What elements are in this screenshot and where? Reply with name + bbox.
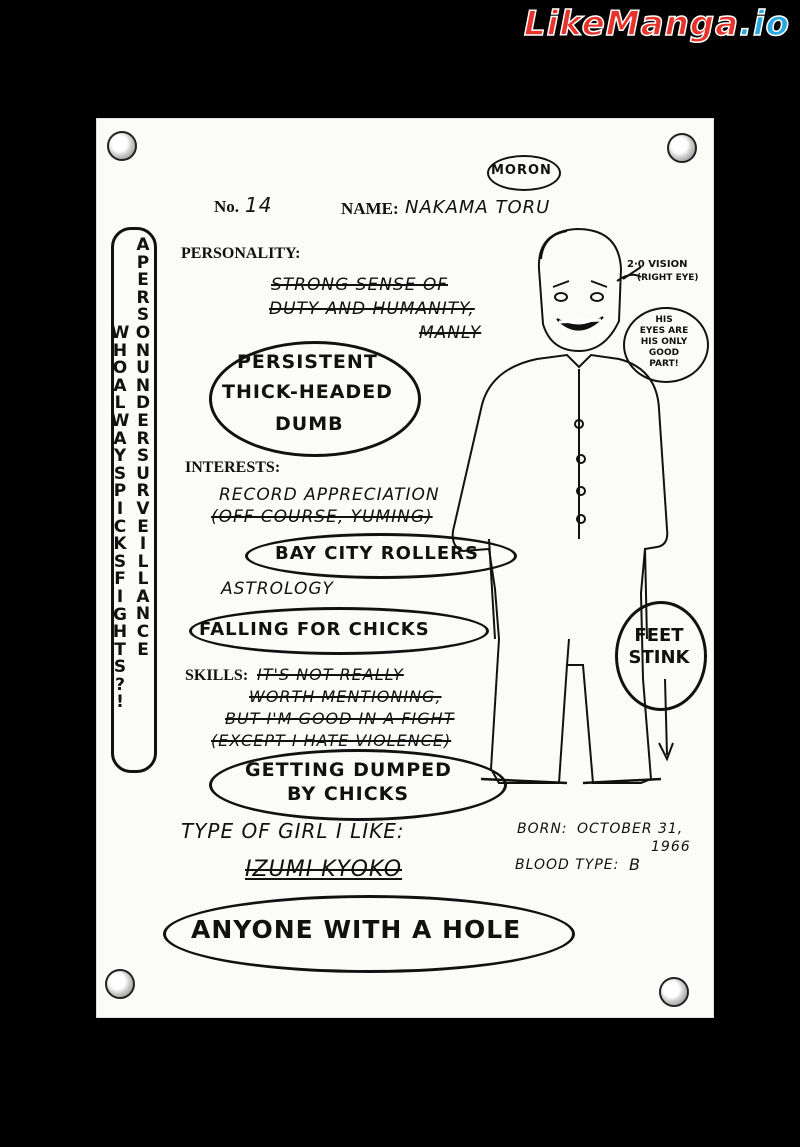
eyes-note-1: HIS xyxy=(655,315,673,325)
interests-line-3: ASTROLOGY xyxy=(221,579,334,599)
personality-struck-1: STRONG SENSE OF xyxy=(271,275,449,295)
feet-note-1: FEET xyxy=(634,625,684,646)
number-label: No. xyxy=(214,197,240,216)
interests-oval-1 xyxy=(245,533,517,579)
born-value-1: OCTOBER 31, xyxy=(577,821,684,837)
pin-icon xyxy=(667,133,697,163)
girl-type-struck: IZUMI KYOKO xyxy=(245,857,403,882)
interests-line-1: RECORD APPRECIATION xyxy=(219,485,440,505)
skills-corrected-2: BY CHICKS xyxy=(287,783,410,805)
eyes-note-4: GOOD xyxy=(648,348,680,358)
interests-corrected-1: BAY CITY ROLLERS xyxy=(275,543,479,564)
skills-label: SKILLS: xyxy=(185,667,249,684)
interests-corrected-2: FALLING FOR CHICKS xyxy=(199,619,430,640)
vision-note-1: 2·0 VISION xyxy=(627,259,688,270)
name-tag: MORON xyxy=(491,163,552,178)
personality-corrected-3: DUMB xyxy=(275,413,344,435)
blood-type-label: BLOOD TYPE: xyxy=(515,857,620,873)
eyes-note-5: PART! xyxy=(649,359,679,369)
personality-corrected-1: PERSISTENT xyxy=(237,351,378,373)
eyes-note: HIS EYES ARE HIS ONLY GOOD PART! xyxy=(628,315,700,370)
name-tag-oval xyxy=(487,155,561,191)
personality-struck-3: MANLY xyxy=(419,323,482,343)
skills-struck-2: WORTH MENTIONING, xyxy=(249,687,442,706)
name-value: NAKAMA TORU xyxy=(405,197,551,218)
feet-note-2: STINK xyxy=(628,647,690,668)
interests-label: INTERESTS: xyxy=(185,459,281,476)
skills-oval xyxy=(209,749,507,821)
eyes-note-oval xyxy=(623,307,709,383)
blood-type-value: B xyxy=(629,855,641,874)
side-banner-oval xyxy=(111,227,157,773)
watermark-part1: LikeManga xyxy=(523,3,740,45)
character-drawing xyxy=(451,227,674,785)
watermark-part2: .io xyxy=(738,3,790,45)
skills-struck-4: (EXCEPT I HATE VIOLENCE) xyxy=(211,731,452,750)
pin-icon xyxy=(659,977,689,1007)
skills-struck-3: BUT I'M GOOD IN A FIGHT xyxy=(225,709,455,728)
personality-oval xyxy=(209,341,421,457)
name-label: NAME: xyxy=(341,199,399,218)
skills-struck-1: IT'S NOT REALLY xyxy=(257,665,404,684)
pin-icon xyxy=(105,969,135,999)
personality-struck-2: DUTY AND HUMANITY, xyxy=(269,299,475,319)
girl-type-corrected: ANYONE WITH A HOLE xyxy=(191,915,522,944)
number-value: 14 xyxy=(245,193,273,217)
eyes-note-3: HIS ONLY xyxy=(640,337,688,347)
eyes-note-2: EYES ARE xyxy=(639,326,689,336)
skills-corrected-1: GETTING DUMPED xyxy=(245,759,452,781)
personality-corrected-2: THICK-HEADED xyxy=(222,381,393,403)
born-label: BORN: xyxy=(517,821,568,837)
interests-oval-2 xyxy=(189,607,489,655)
feet-note-oval xyxy=(615,601,707,711)
personality-label: PERSONALITY: xyxy=(181,245,301,262)
feet-note: FEET STINK xyxy=(619,625,699,669)
girl-type-label: TYPE OF GIRL I LIKE: xyxy=(181,819,405,843)
girl-type-oval xyxy=(163,895,575,973)
born-value-2: 1966 xyxy=(651,839,691,855)
vision-note-2: (RIGHT EYE) xyxy=(637,273,699,283)
pin-icon xyxy=(107,131,137,161)
interests-line-2: (OFF-COURSE, YUMING) xyxy=(211,507,433,527)
watermark: LikeManga.io xyxy=(523,3,790,45)
